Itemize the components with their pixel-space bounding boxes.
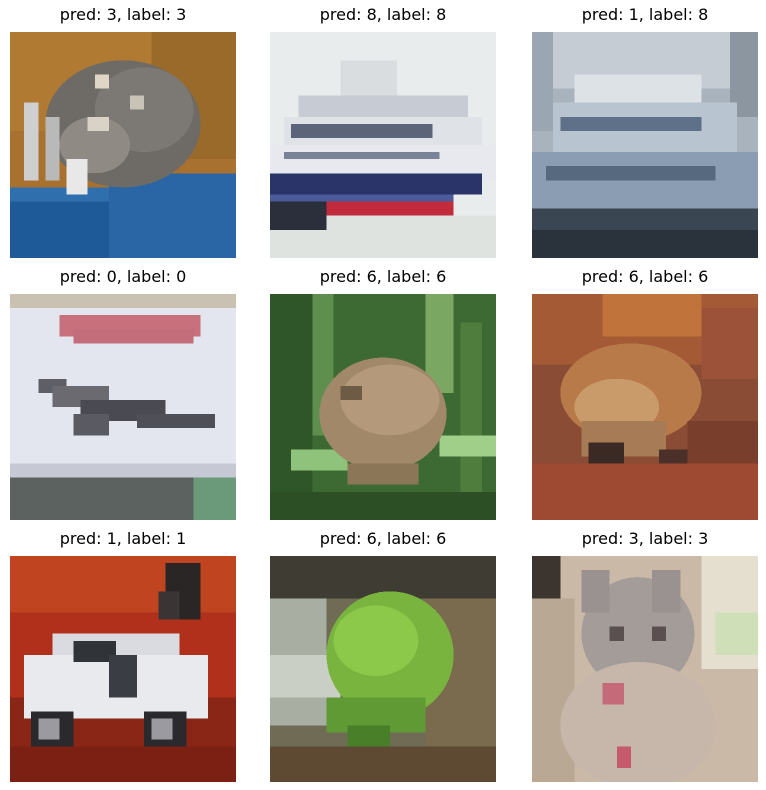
panel-4: pred: 6, label: 6 [270,262,496,520]
panel-image [10,556,236,782]
panel-8: pred: 3, label: 3 [532,524,758,782]
panel-image [270,294,496,520]
panel-title: pred: 1, label: 8 [581,5,709,24]
panel-5: pred: 6, label: 6 [532,262,758,520]
panel-image [532,32,758,258]
panel-title: pred: 0, label: 0 [59,267,187,286]
panel-title: pred: 6, label: 6 [319,267,447,286]
panel-image [10,294,236,520]
panel-image [532,556,758,782]
panel-title: pred: 6, label: 6 [319,529,447,548]
panel-2: pred: 1, label: 8 [532,0,758,258]
panel-7: pred: 6, label: 6 [270,524,496,782]
panel-image [532,294,758,520]
panel-title: pred: 3, label: 3 [581,529,709,548]
panel-image [270,32,496,258]
panel-title: pred: 1, label: 1 [59,529,187,548]
panel-3: pred: 0, label: 0 [10,262,236,520]
panel-title: pred: 8, label: 8 [319,5,447,24]
panel-1: pred: 8, label: 8 [270,0,496,258]
panel-title: pred: 6, label: 6 [581,267,709,286]
panel-title: pred: 3, label: 3 [59,5,187,24]
panel-image [10,32,236,258]
panel-6: pred: 1, label: 1 [10,524,236,782]
panel-0: pred: 3, label: 3 [10,0,236,258]
panel-image [270,556,496,782]
